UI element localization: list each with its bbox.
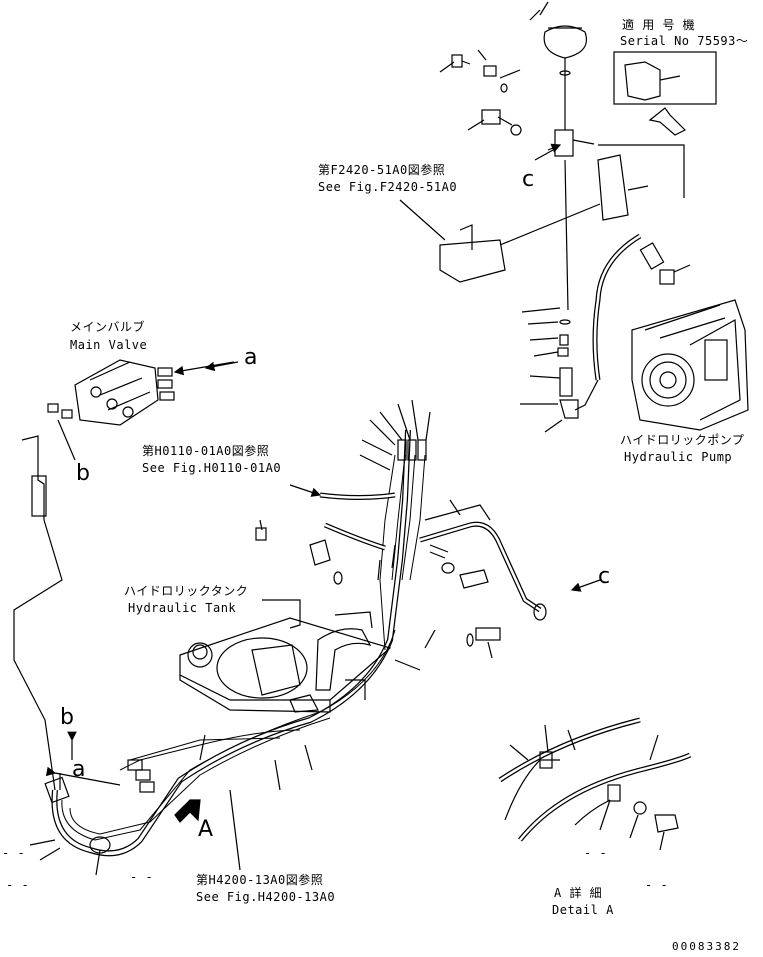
ref-h4200-en: See Fig.H4200-13A0: [196, 890, 336, 904]
applicable-serial-jp: 適 用 号 機: [622, 18, 696, 32]
bracket-inset: [499, 144, 685, 246]
callout-arrows: [45, 143, 601, 823]
detail-a-jp: A 詳 細: [554, 886, 603, 900]
serial-number-label: Serial No 75593～: [620, 34, 749, 48]
dash-mark-2: - -: [6, 878, 30, 892]
ref-f2420-jp: 第F2420-51A0図参照: [318, 163, 446, 177]
right-hose: [309, 499, 547, 659]
callout-a-lower: a: [72, 757, 86, 782]
ref-h4200-jp: 第H4200-13A0図参照: [196, 873, 324, 887]
callout-b-left: b: [76, 461, 91, 486]
vertical-line-to-fittings: [520, 159, 579, 433]
callout-c-top: c: [522, 167, 535, 192]
top-filter-bowl: [529, 1, 587, 130]
f2420-bracket: [399, 199, 506, 283]
hyd-tank-en: Hydraulic Tank: [128, 601, 237, 615]
pump-hose: [574, 233, 691, 411]
view-a-label: A: [198, 817, 214, 842]
left-hose-loop: [13, 429, 411, 857]
ref-h0110-en: See Fig.H0110-01A0: [142, 461, 282, 475]
top-bolts: [439, 49, 595, 161]
dash-mark-5: - -: [584, 846, 608, 860]
hyd-tank-jp: ハイドロリックタンク: [124, 584, 249, 598]
dash-mark-4: - -: [645, 878, 669, 892]
hydraulic-tank: [179, 599, 392, 713]
callout-c-right: c: [598, 564, 611, 589]
callout-b-lower: b: [60, 705, 75, 730]
callout-a-top: a: [244, 345, 258, 370]
main-valve-en: Main Valve: [70, 338, 148, 352]
hydraulic-pump: [631, 299, 749, 431]
ref-f2420-en: See Fig.F2420-51A0: [318, 180, 458, 194]
hose-bundle-top: [255, 399, 431, 651]
detail-a-en: Detail A: [552, 903, 614, 917]
dash-mark-1: - -: [2, 846, 26, 860]
main-valve-jp: メインバルブ: [70, 320, 146, 334]
dash-mark-3: - -: [130, 870, 154, 884]
leader-lines: [29, 484, 436, 876]
main-valve: [21, 359, 235, 520]
part-number: 00083382: [672, 940, 741, 953]
hyd-pump-jp: ハイドロリックポンプ: [620, 433, 745, 447]
ref-h0110-jp: 第H0110-01A0図参照: [142, 444, 270, 458]
detail-a-drawing: [498, 717, 692, 851]
hyd-pump-en: Hydraulic Pump: [624, 450, 733, 464]
serial-inset-box: [613, 51, 717, 136]
